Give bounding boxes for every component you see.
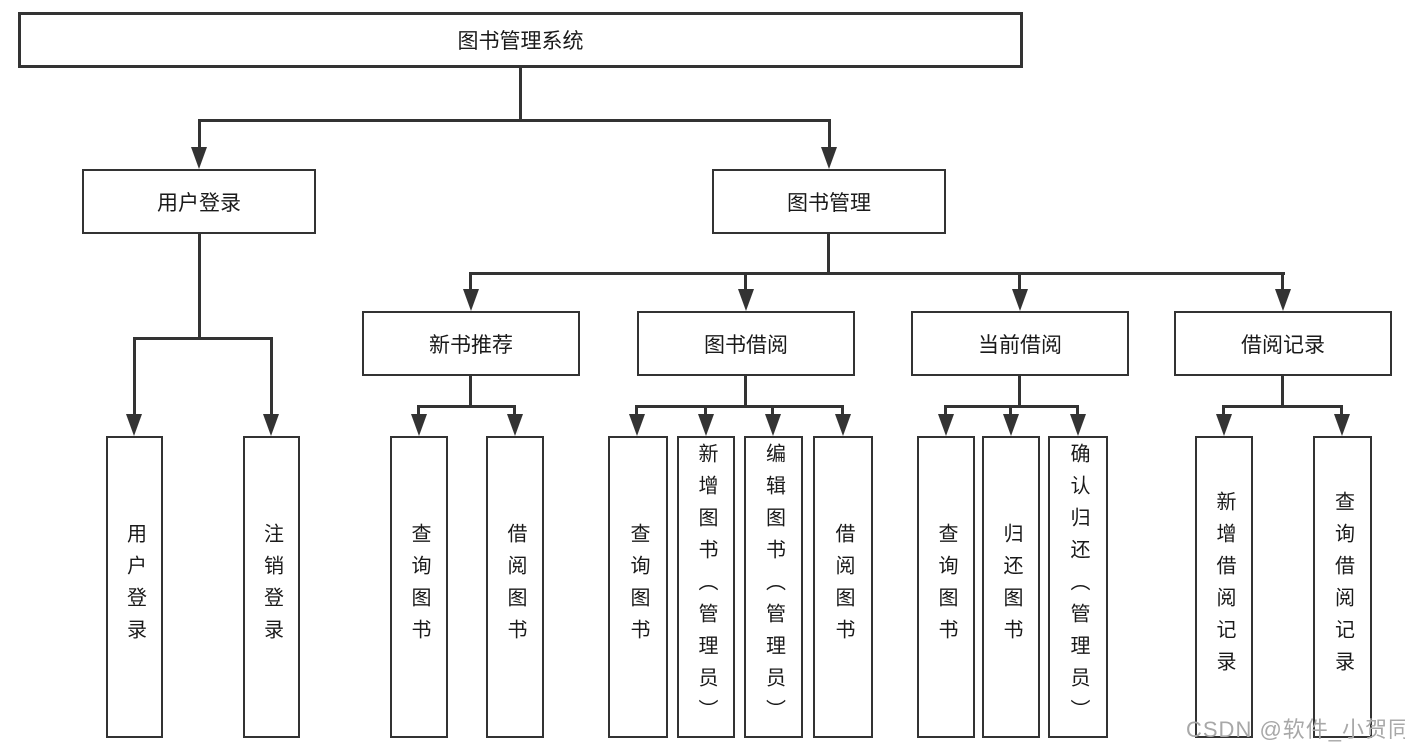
node-user-login-label: 用户登录 <box>157 191 241 215</box>
node-leaf-borrow-books-recommend: 借阅图书 <box>486 436 544 738</box>
arrowhead-down-icon <box>1070 414 1086 436</box>
node-leaf-query-books-borrowing: 查询图书 <box>608 436 668 738</box>
connector-shaft-borrowing-records <box>1281 272 1284 291</box>
node-leaf-edit-books-admin: 编辑图书（管理员） <box>744 436 803 738</box>
arrowhead-down-icon <box>1216 414 1232 436</box>
arrowhead-down-icon <box>463 289 479 311</box>
node-leaf-confirm-return-admin: 确认归还（管理员） <box>1048 436 1108 738</box>
node-leaf-logout: 注销登录 <box>243 436 300 738</box>
connector-shaft <box>417 405 420 416</box>
connector-hline-book-borrowing <box>636 405 844 408</box>
connector-hline-root <box>198 119 831 122</box>
connector-vline-current-borrowing <box>1018 376 1021 405</box>
connector-vline-user-login <box>198 234 201 337</box>
connector-shaft <box>704 405 707 416</box>
node-borrowing-records: 借阅记录 <box>1174 311 1392 376</box>
arrowhead-down-icon <box>821 147 837 169</box>
node-leaf-query-borrow-record: 查询借阅记录 <box>1313 436 1372 738</box>
node-book-management-label: 图书管理 <box>787 191 871 215</box>
node-leaf-return-books: 归还图书 <box>982 436 1040 738</box>
node-leaf-add-books-admin-label: 新增图书（管理员） <box>695 443 717 731</box>
arrowhead-down-icon <box>1334 414 1350 436</box>
arrowhead-down-icon <box>629 414 645 436</box>
connector-shaft-new-book <box>469 272 472 291</box>
arrowhead-down-icon <box>1012 289 1028 311</box>
node-leaf-confirm-return-admin-label: 确认归还（管理员） <box>1067 443 1089 731</box>
arrowhead-down-icon <box>507 414 523 436</box>
node-leaf-user-login-label: 用户登录 <box>123 523 146 651</box>
connector-hline-book-management <box>470 272 1285 275</box>
connector-vline-borrowing-records <box>1281 376 1284 405</box>
connector-shaft <box>1222 405 1225 416</box>
connector-shaft <box>635 405 638 416</box>
connector-shaft-user-login <box>198 119 201 149</box>
node-leaf-query-borrow-record-label: 查询借阅记录 <box>1331 491 1354 683</box>
arrowhead-down-icon <box>411 414 427 436</box>
arrowhead-down-icon <box>126 414 142 436</box>
arrowhead-down-icon <box>765 414 781 436</box>
node-leaf-borrow-books-borrowing: 借阅图书 <box>813 436 873 738</box>
connector-shaft <box>841 405 844 416</box>
connector-shaft <box>1076 405 1079 416</box>
node-leaf-query-books-recommend-label: 查询图书 <box>408 523 430 651</box>
connector-hline-new-book <box>417 405 516 408</box>
arrowhead-down-icon <box>191 147 207 169</box>
arrowhead-down-icon <box>1275 289 1291 311</box>
connector-shaft-leaf-logout <box>270 337 273 416</box>
arrowhead-down-icon <box>1003 414 1019 436</box>
node-leaf-query-books-current-label: 查询图书 <box>935 523 957 651</box>
connector-shaft <box>513 405 516 416</box>
connector-shaft-leaf-user-login <box>133 337 136 416</box>
node-leaf-query-books-current: 查询图书 <box>917 436 975 738</box>
connector-hline-user-login <box>133 337 273 340</box>
node-leaf-query-books-borrowing-label: 查询图书 <box>627 523 649 651</box>
arrowhead-down-icon <box>938 414 954 436</box>
connector-vline-book-management <box>827 234 830 272</box>
connector-vline-root <box>519 68 522 119</box>
arrowhead-down-icon <box>835 414 851 436</box>
node-book-management: 图书管理 <box>712 169 946 234</box>
node-user-login: 用户登录 <box>82 169 316 234</box>
connector-shaft-book-management <box>828 119 831 149</box>
arrowhead-down-icon <box>738 289 754 311</box>
csdn-watermark: CSDN @软件_小贺同学 <box>1186 717 1405 742</box>
arrowhead-down-icon <box>698 414 714 436</box>
node-leaf-user-login: 用户登录 <box>106 436 163 738</box>
connector-shaft <box>1340 405 1343 416</box>
node-leaf-return-books-label: 归还图书 <box>1000 523 1022 651</box>
connector-shaft-book-borrowing <box>744 272 747 291</box>
connector-vline-new-book <box>469 376 472 405</box>
node-root-label: 图书管理系统 <box>457 30 584 53</box>
node-book-borrowing: 图书借阅 <box>637 311 855 376</box>
arrowhead-down-icon <box>263 414 279 436</box>
connector-shaft <box>1009 405 1012 416</box>
node-new-book-recommend-label: 新书推荐 <box>429 333 513 357</box>
node-current-borrowing-label: 当前借阅 <box>978 333 1062 357</box>
node-leaf-query-books-recommend: 查询图书 <box>390 436 448 738</box>
node-leaf-add-borrow-record-label: 新增借阅记录 <box>1213 491 1235 683</box>
connector-vline-book-borrowing <box>744 376 747 405</box>
node-leaf-add-books-admin: 新增图书（管理员） <box>677 436 735 738</box>
node-leaf-borrow-books-recommend-label: 借阅图书 <box>504 523 526 651</box>
node-book-borrowing-label: 图书借阅 <box>704 333 788 357</box>
node-current-borrowing: 当前借阅 <box>911 311 1129 376</box>
node-leaf-add-borrow-record: 新增借阅记录 <box>1195 436 1253 738</box>
node-new-book-recommend: 新书推荐 <box>362 311 580 376</box>
node-root: 图书管理系统 <box>18 12 1023 68</box>
node-borrowing-records-label: 借阅记录 <box>1241 333 1325 357</box>
connector-shaft <box>944 405 947 416</box>
connector-hline-borrowing-records <box>1222 405 1343 408</box>
node-leaf-borrow-books-borrowing-label: 借阅图书 <box>832 523 854 651</box>
node-leaf-edit-books-admin-label: 编辑图书（管理员） <box>762 443 785 731</box>
connector-shaft-current-borrowing <box>1018 272 1021 291</box>
connector-shaft <box>771 405 774 416</box>
node-leaf-logout-label: 注销登录 <box>260 523 283 651</box>
